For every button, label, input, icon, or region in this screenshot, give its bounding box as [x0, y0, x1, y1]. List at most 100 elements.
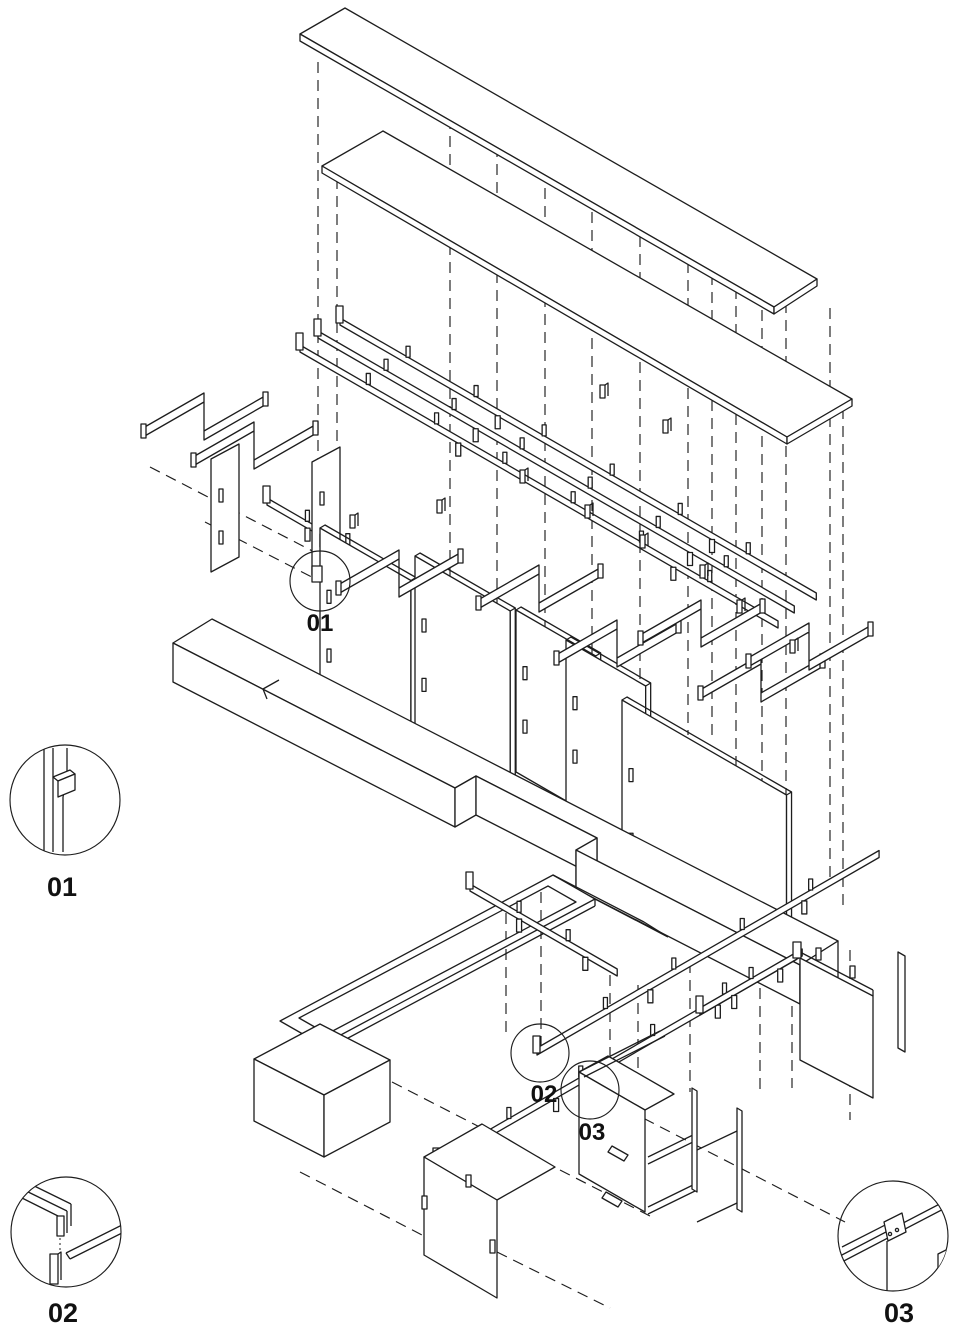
rail-tooth — [506, 1106, 512, 1120]
divider-panel-face — [578, 1071, 646, 1213]
rail-clip — [708, 538, 716, 554]
divider-top-rail — [578, 1030, 666, 1078]
rail-tooth — [677, 502, 683, 516]
detail-drawing-02 — [17, 1177, 121, 1285]
slot-mark — [218, 530, 224, 545]
alignment-peg-edge — [794, 637, 799, 651]
rail-end-cap — [262, 485, 271, 504]
detail-label-01: 01 — [47, 872, 77, 902]
alignment-peg-edge — [354, 512, 359, 526]
alignment-peg-edge — [441, 497, 446, 511]
rail-tooth — [405, 345, 411, 358]
rail-end-cap — [532, 1035, 541, 1054]
detail-label-03: 03 — [884, 1298, 914, 1328]
bracket-tab — [637, 630, 644, 646]
rail-tooth — [671, 957, 677, 970]
alignment-peg — [789, 639, 796, 654]
callout-label-03: 03 — [579, 1119, 606, 1146]
alignment-peg-edge — [524, 467, 529, 481]
rail-tooth — [609, 463, 615, 476]
rail-tooth — [602, 996, 609, 1010]
alignment-peg — [599, 384, 606, 399]
callout-circle-02 — [510, 1023, 570, 1083]
alignment-peg-edge — [667, 417, 672, 431]
callout-label-01: 01 — [307, 610, 334, 637]
rail-clip — [777, 968, 784, 983]
bracket-tab — [475, 595, 482, 611]
rail-tooth — [516, 900, 522, 913]
rail-clip — [731, 994, 738, 1010]
detail-view-03: 03 — [837, 1180, 949, 1328]
alignment-peg — [519, 469, 526, 484]
side-panel-face — [799, 957, 874, 1099]
rail-clip — [670, 566, 677, 581]
slot-mark — [465, 1174, 472, 1188]
inline-callouts: 01 02 03 — [289, 550, 620, 1146]
post-edge — [57, 1251, 62, 1280]
slab-edges — [17, 1177, 72, 1233]
alignment-peg — [736, 599, 743, 614]
rail-tooth — [502, 451, 508, 464]
rail-tooth — [304, 509, 311, 522]
detail-label-02: 02 — [48, 1298, 78, 1328]
alignment-peg — [349, 514, 356, 529]
partition-panel-top — [621, 696, 792, 793]
bracket-tab — [597, 563, 604, 579]
projection-line-diagonal — [611, 1101, 846, 1223]
rail-tooth — [587, 476, 593, 489]
panel-edge-lines — [43, 748, 68, 852]
rail-tooth — [565, 929, 571, 942]
rail-clip — [515, 918, 523, 933]
base-plate — [172, 618, 839, 1005]
z-bracket — [747, 622, 871, 671]
screw-dot — [894, 1227, 900, 1233]
rail-edges — [65, 1223, 121, 1260]
slot-mark — [849, 965, 856, 979]
upright-post — [49, 1253, 59, 1285]
slot-mark — [326, 589, 332, 604]
callout-circle-03 — [560, 1060, 620, 1120]
bracket-tab — [697, 685, 704, 701]
rail-end-cap — [335, 305, 344, 324]
rail-tooth — [723, 555, 729, 568]
slot-mark — [326, 648, 332, 663]
rail-end-cap — [295, 332, 304, 351]
shelf-edge — [647, 1133, 696, 1165]
callout-circle-01 — [289, 550, 351, 612]
counter-frame — [279, 874, 596, 1046]
bracket-tab — [140, 423, 147, 439]
rail-clip — [552, 1097, 560, 1113]
slot-mark — [815, 947, 822, 961]
cabinet-box-front-face — [423, 1156, 498, 1299]
rail-clip — [455, 442, 462, 457]
rail-end-cap — [695, 995, 704, 1014]
shelf-side-panel — [691, 1087, 698, 1193]
alignment-peg-edge — [704, 562, 709, 576]
z-brackets — [140, 391, 874, 703]
edge-strip — [897, 951, 906, 1053]
partition-panel-top — [515, 606, 601, 654]
slot-mark — [628, 767, 634, 783]
corner-clip — [792, 941, 802, 959]
alignment-peg — [436, 499, 443, 514]
rail-tooth — [739, 917, 745, 931]
rail-clip — [494, 415, 501, 430]
end-panel — [210, 443, 240, 573]
bracket-tab — [262, 391, 269, 407]
plank-end-edge — [773, 278, 818, 315]
rail-clip — [582, 956, 589, 971]
slot-mark — [421, 618, 427, 633]
upper-assembly — [140, 7, 874, 1005]
slot-mark — [421, 677, 427, 693]
rail-tooth — [649, 1023, 656, 1037]
detail-circle-02 — [10, 1176, 122, 1288]
detail-view-02: 02 — [10, 1176, 122, 1328]
partition-panel-top — [414, 552, 516, 609]
detail-drawing-01 — [43, 748, 76, 852]
shelf-side-panel — [736, 1107, 743, 1213]
bracket-tab — [553, 650, 560, 666]
cabinet-shelves — [647, 1087, 743, 1223]
slot-mark — [522, 666, 528, 681]
